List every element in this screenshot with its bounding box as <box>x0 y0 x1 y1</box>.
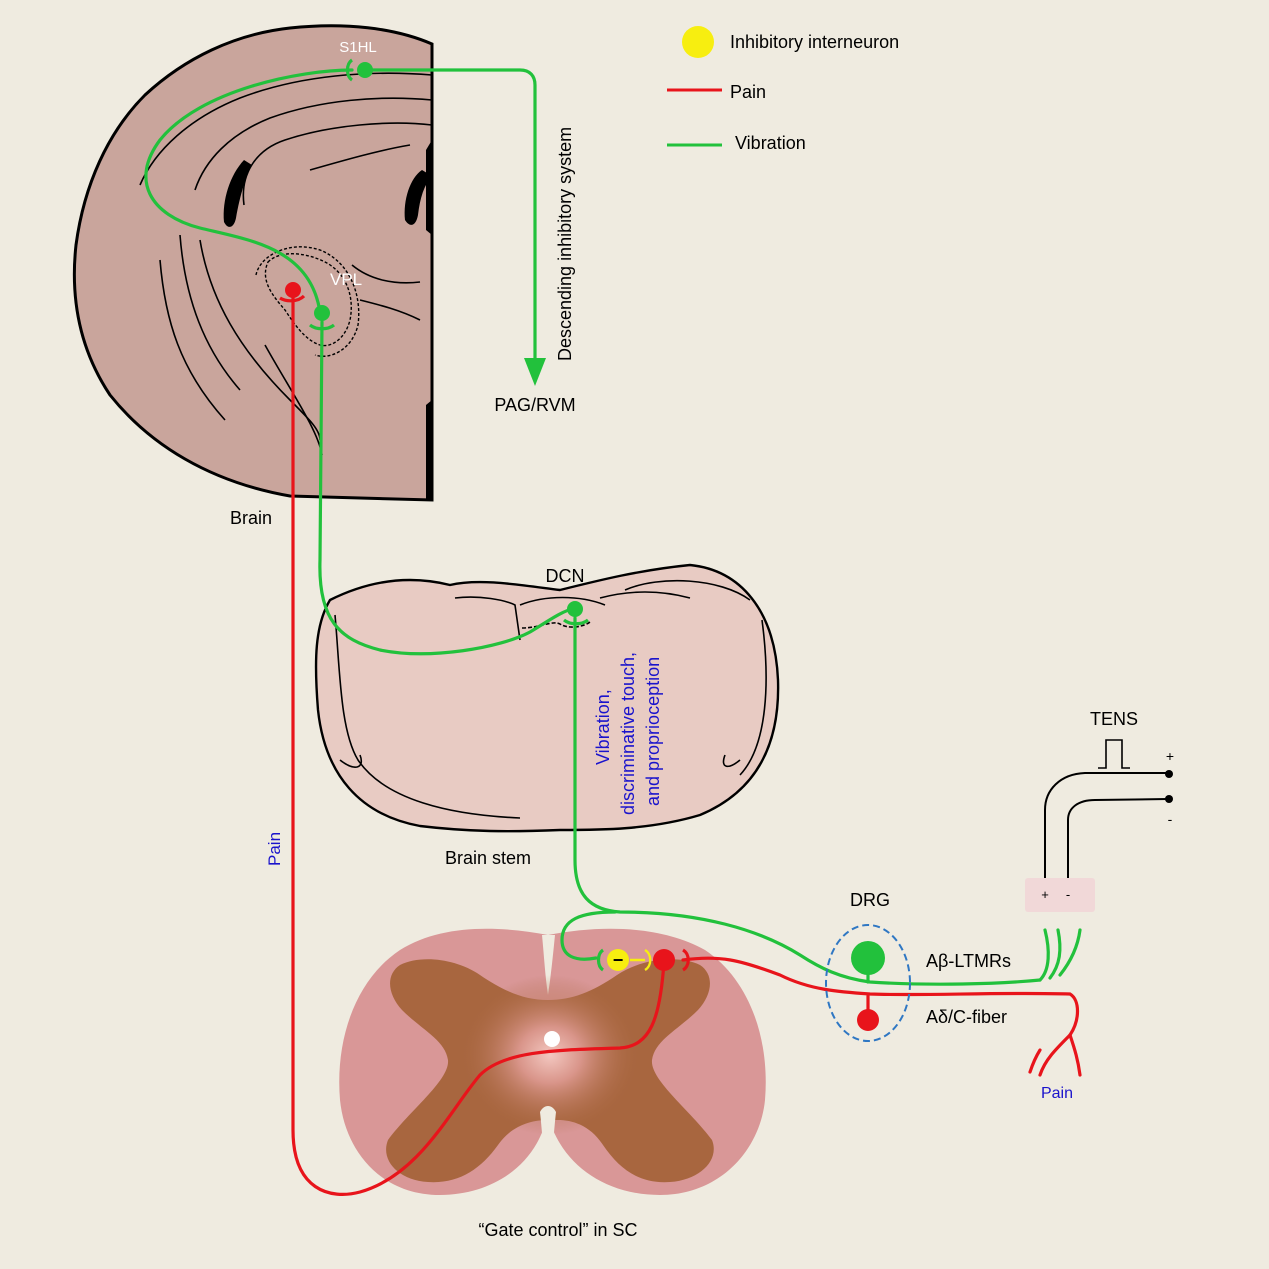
label-adelta: Aδ/C-fiber <box>926 1007 1007 1027</box>
vpl-pain-synapse <box>279 294 306 303</box>
vibration-pathway <box>144 68 1082 986</box>
legend: Inhibitory interneuron Pain Vibration <box>667 26 899 153</box>
vpl-vibration-synapse <box>308 323 336 331</box>
s1hl-synapse <box>345 58 354 82</box>
cord-pain-synapse <box>682 948 690 972</box>
interneuron-synapse <box>596 948 605 972</box>
label-abeta: Aβ-LTMRs <box>926 951 1011 971</box>
legend-pain-label: Pain <box>730 82 766 102</box>
label-dcn: DCN <box>546 566 585 586</box>
label-dorsal-column-1: Vibration, <box>593 689 613 765</box>
label-brainstem: Brain stem <box>445 848 531 868</box>
label-tens-minus: - <box>1168 811 1173 827</box>
tens-electrode <box>1025 878 1095 912</box>
tens-device <box>1025 739 1173 912</box>
label-dorsal-column-2: discriminative touch, <box>618 652 638 815</box>
label-tens-plus: + <box>1166 748 1174 764</box>
drg-adelta-neuron <box>857 1009 879 1031</box>
brain-section <box>72 24 434 502</box>
drg-outline <box>825 924 911 1042</box>
legend-interneuron-label: Inhibitory interneuron <box>730 32 899 52</box>
central-canal <box>544 1031 560 1047</box>
label-s1hl: S1HL <box>339 39 377 56</box>
spinal-cord-section <box>339 928 766 1195</box>
vpl-pain-neuron <box>285 282 301 298</box>
drg-abeta-neuron <box>851 941 885 975</box>
label-descending: Descending inhibitory system <box>555 127 575 361</box>
pain-pathway <box>291 288 1082 1196</box>
label-brain: Brain <box>230 508 272 528</box>
label-gate-control: “Gate control” in SC <box>478 1220 637 1240</box>
inhibitory-interneuron <box>607 949 629 971</box>
label-pag-rvm: PAG/RVM <box>494 395 575 415</box>
dcn-neuron <box>567 601 583 617</box>
label-tens: TENS <box>1090 709 1138 729</box>
legend-vibration-label: Vibration <box>735 133 806 153</box>
label-electrode-plus: + <box>1041 887 1049 902</box>
dcn-synapse <box>562 618 590 626</box>
label-electrode-minus: - <box>1066 887 1070 902</box>
projection-neuron <box>653 949 675 971</box>
brainstem-section <box>314 563 780 833</box>
label-vpl: VPL <box>330 270 362 289</box>
label-pain-skin: Pain <box>1041 1085 1073 1102</box>
inhibit-sign: − <box>613 950 624 970</box>
s1hl-neuron <box>357 62 373 78</box>
pulse-icon <box>1098 739 1130 769</box>
label-pain-tract: Pain <box>265 832 284 866</box>
descending-arrowhead <box>524 358 546 386</box>
label-drg: DRG <box>850 890 890 910</box>
vpl-vibration-neuron <box>314 305 330 321</box>
label-dorsal-column-3: and proprioception <box>643 657 663 806</box>
legend-interneuron-swatch <box>682 26 714 58</box>
